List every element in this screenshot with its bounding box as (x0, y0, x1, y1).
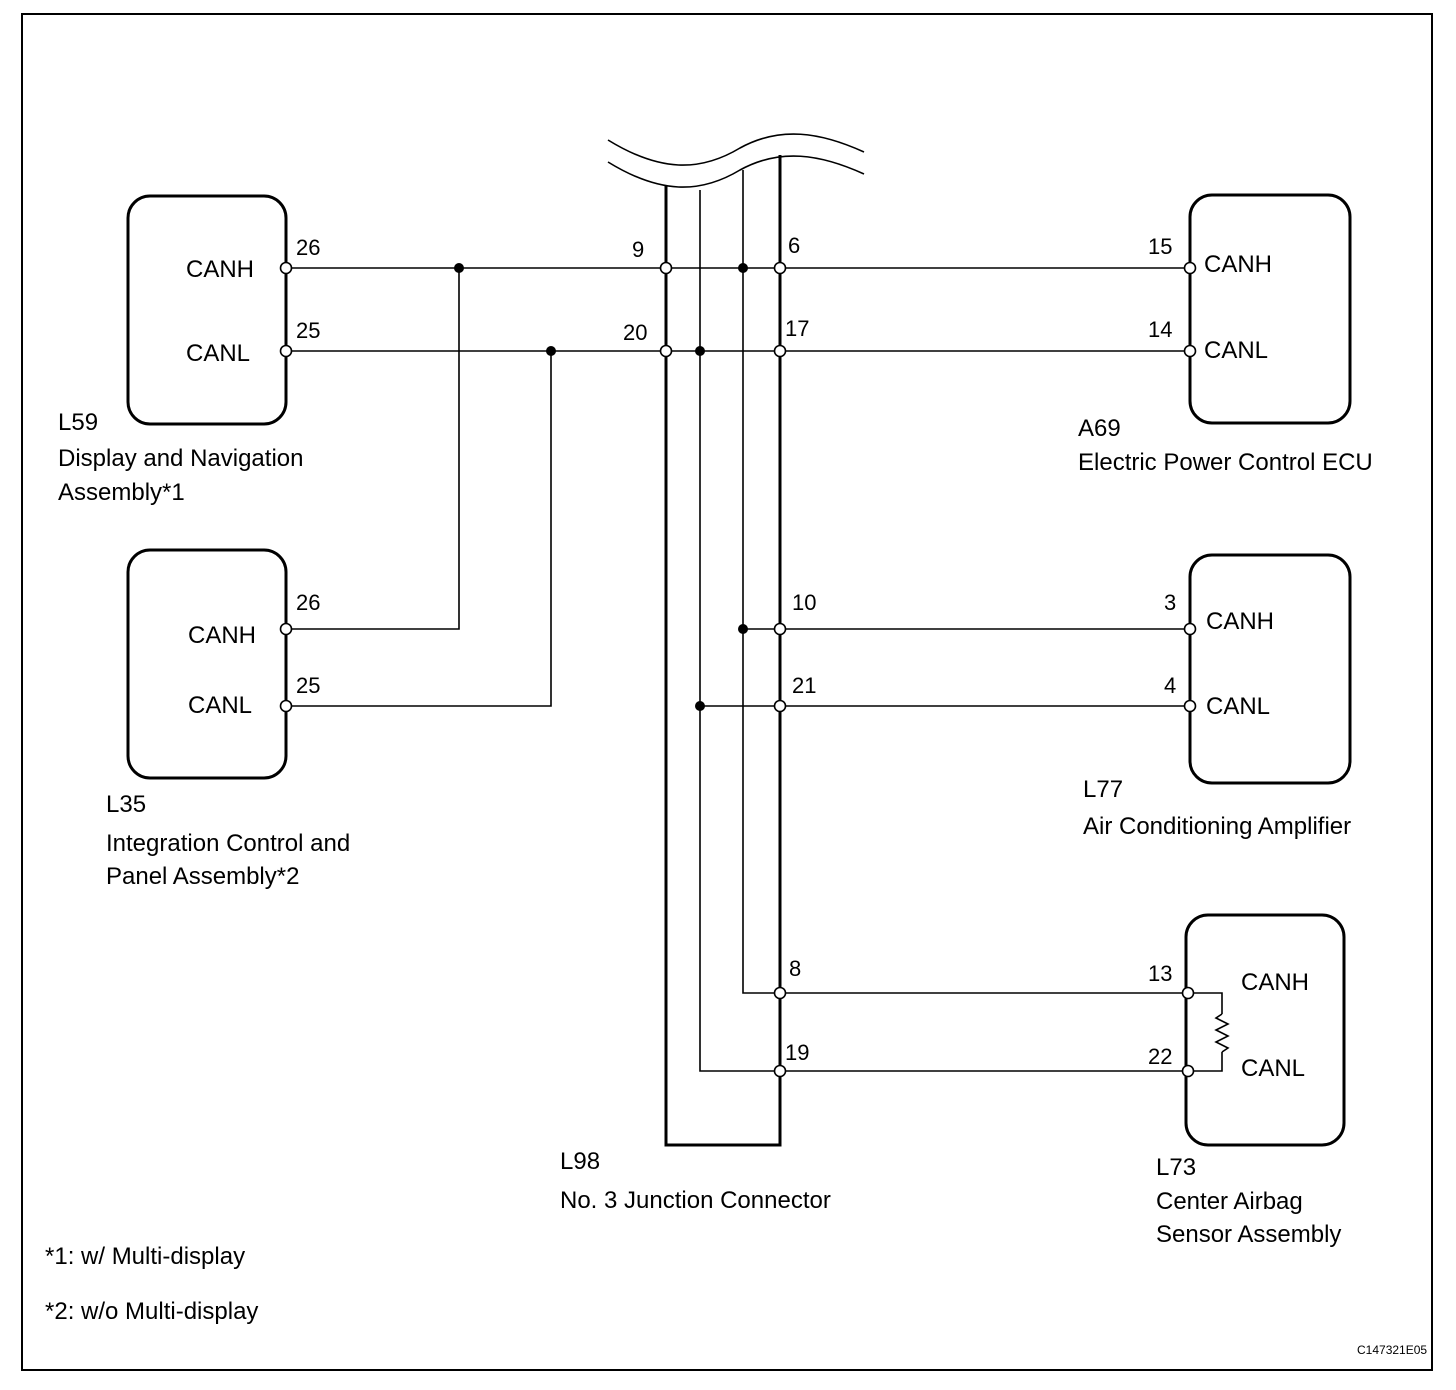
terminal (279, 622, 293, 636)
terminal (773, 699, 787, 713)
l77-box (1188, 553, 1352, 785)
l98-pin-9: 9 (632, 237, 644, 262)
l98-code: L98 (560, 1148, 600, 1175)
splice-dot (454, 263, 464, 273)
l98-pin-20: 20 (623, 320, 647, 345)
l59-box (126, 194, 288, 426)
terminal (1183, 622, 1197, 636)
terminals (279, 261, 1197, 1078)
l35-canh-label: CANH (188, 622, 256, 649)
l59-pin-canl: 25 (296, 318, 320, 343)
l77-pin-canh: 3 (1164, 590, 1176, 615)
l59-name-line2: Assembly*1 (58, 479, 185, 506)
l35-pin-canl: 25 (296, 673, 320, 698)
terminal (1183, 344, 1197, 358)
footnote-2: *2: w/o Multi-display (45, 1298, 258, 1325)
splice-points (454, 263, 748, 711)
l98-pin-10: 10 (792, 590, 816, 615)
l73-pin-canl: 22 (1148, 1044, 1172, 1069)
terminal (659, 261, 673, 275)
terminal (773, 261, 787, 275)
splice-dot (738, 624, 748, 634)
diagram-frame (21, 13, 1433, 1371)
a69-pin-canh: 15 (1148, 234, 1172, 259)
terminal (773, 1064, 787, 1078)
terminal (659, 344, 673, 358)
l35-name-line1: Integration Control and (106, 830, 350, 857)
l73-pin-canh: 13 (1148, 961, 1172, 986)
terminal (1183, 699, 1197, 713)
terminal (773, 622, 787, 636)
l35-canl-label: CANL (188, 692, 252, 719)
a69-canl-label: CANL (1204, 337, 1268, 364)
splice-dot (738, 263, 748, 273)
l59-canl-label: CANL (186, 340, 250, 367)
l35-box (126, 548, 288, 780)
a69-canh-label: CANH (1204, 251, 1272, 278)
resistor-icon (1214, 1013, 1230, 1053)
a69-code: A69 (1078, 415, 1121, 442)
l77-canh-label: CANH (1206, 608, 1274, 635)
l77-pin-canl: 4 (1164, 673, 1176, 698)
terminal (1181, 1064, 1195, 1078)
l73-name-line1: Center Airbag (1156, 1188, 1303, 1215)
l98-pin-17: 17 (785, 316, 809, 341)
l35-code: L35 (106, 791, 146, 818)
footnote-1: *1: w/ Multi-display (45, 1243, 245, 1270)
l77-code: L77 (1083, 776, 1123, 803)
l59-pin-canh: 26 (296, 235, 320, 260)
wires (286, 267, 1230, 1072)
l98-name: No. 3 Junction Connector (560, 1187, 831, 1214)
l98-pin-8: 8 (789, 956, 801, 981)
a69-name: Electric Power Control ECU (1078, 449, 1373, 476)
terminal (773, 344, 787, 358)
l98-pin-21: 21 (792, 673, 816, 698)
l77-name: Air Conditioning Amplifier (1083, 813, 1351, 840)
l73-canh-label: CANH (1241, 969, 1309, 996)
l73-box (1184, 913, 1346, 1147)
splice-dot (546, 346, 556, 356)
terminal (279, 344, 293, 358)
splice-dot (695, 346, 705, 356)
terminal (279, 261, 293, 275)
l73-code: L73 (1156, 1154, 1196, 1181)
terminal (279, 699, 293, 713)
l98-pin-6: 6 (788, 233, 800, 258)
terminal (1181, 986, 1195, 1000)
figure-id: C147321E05 (1357, 1343, 1427, 1357)
l73-name-line2: Sensor Assembly (1156, 1221, 1341, 1248)
l59-canh-label: CANH (186, 256, 254, 283)
junction-connector-l98 (607, 133, 865, 1147)
a69-box (1188, 193, 1352, 425)
l59-code: L59 (58, 409, 98, 436)
a69-pin-canl: 14 (1148, 317, 1172, 342)
terminal (773, 986, 787, 1000)
splice-dot (695, 701, 705, 711)
l73-canl-label: CANL (1241, 1055, 1305, 1082)
l77-canl-label: CANL (1206, 693, 1270, 720)
l35-pin-canh: 26 (296, 590, 320, 615)
l98-pin-19: 19 (785, 1040, 809, 1065)
terminal (1183, 261, 1197, 275)
l35-name-line2: Panel Assembly*2 (106, 863, 299, 890)
l59-name-line1: Display and Navigation (58, 445, 303, 472)
